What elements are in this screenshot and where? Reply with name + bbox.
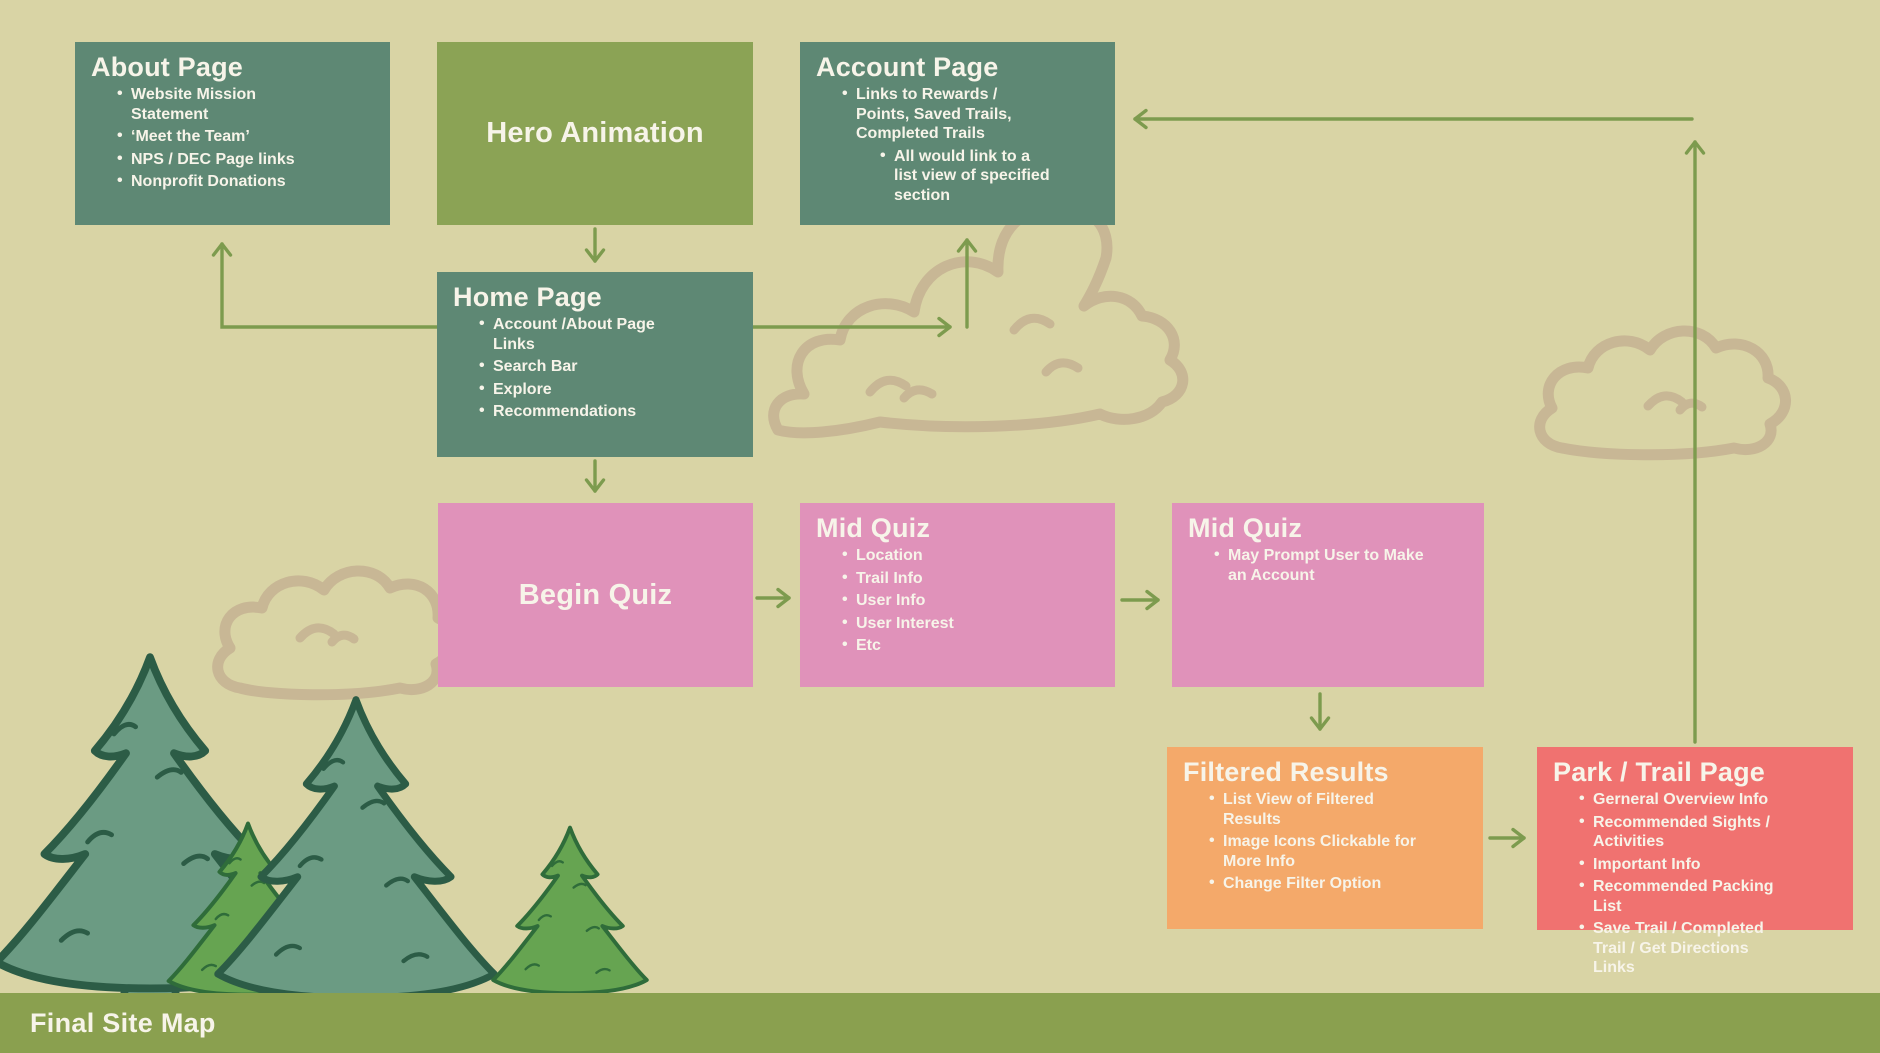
bullet-item: Website Mission Statement	[117, 84, 330, 124]
node-mid-quiz-2: Mid Quiz May Prompt User to Make an Acco…	[1172, 503, 1484, 687]
bullet-item: Trail Info	[842, 568, 1055, 589]
bullet-item: Recommendations	[479, 401, 693, 422]
cloud-doodle-top-right	[1534, 325, 1791, 461]
bullet-item: Account /About Page Links	[479, 314, 693, 354]
bullet-item: List View of Filtered Results	[1209, 789, 1423, 829]
cloud-doodle-left	[212, 565, 459, 701]
node-bullet-list: Gerneral Overview InfoRecommended Sights…	[1553, 789, 1839, 978]
node-title: Mid Quiz	[1188, 513, 1303, 543]
node-title: Mid Quiz	[816, 513, 931, 543]
node-title: Home Page	[453, 282, 602, 312]
node-title: Account Page	[816, 52, 999, 82]
node-hero-animation: Hero Animation	[437, 42, 753, 225]
bullet-item: Important Info	[1579, 854, 1793, 875]
node-title: Park / Trail Page	[1553, 757, 1766, 787]
bullet-item: Links to Rewards / Points, Saved Trails,…	[842, 84, 1055, 206]
bullet-item: Recommended Packing List	[1579, 876, 1793, 916]
node-mid-quiz-1: Mid Quiz LocationTrail InfoUser InfoUser…	[800, 503, 1115, 687]
node-filtered-results: Filtered Results List View of Filtered R…	[1167, 747, 1483, 929]
node-home-page: Home Page Account /About Page LinksSearc…	[437, 272, 753, 457]
bullet-item: User Info	[842, 590, 1055, 611]
sub-bullet-list: All would link to a list view of specifi…	[856, 146, 1055, 206]
bullet-item: Explore	[479, 379, 693, 400]
bullet-item: Nonprofit Donations	[117, 171, 330, 192]
node-title: Filtered Results	[1183, 757, 1389, 787]
node-bullet-list: Links to Rewards / Points, Saved Trails,…	[816, 84, 1101, 206]
node-title: About Page	[91, 52, 244, 82]
bullet-item: Recommended Sights / Activities	[1579, 812, 1793, 852]
bullet-item: Change Filter Option	[1209, 873, 1423, 894]
bullet-item: Search Bar	[479, 356, 693, 377]
node-bullet-list: May Prompt User to Make an Account	[1188, 545, 1470, 585]
bullet-item: Save Trail / Completed Trail / Get Direc…	[1579, 918, 1793, 978]
node-bullet-list: LocationTrail InfoUser InfoUser Interest…	[816, 545, 1101, 656]
node-about-page: About Page Website Mission Statement‘Mee…	[75, 42, 390, 225]
node-bullet-list: List View of Filtered ResultsImage Icons…	[1183, 789, 1469, 894]
sub-bullet-item: All would link to a list view of specifi…	[880, 146, 1055, 206]
bullet-item: NPS / DEC Page links	[117, 149, 330, 170]
footer-bar: Final Site Map	[0, 993, 1880, 1053]
bullet-item: ‘Meet the Team’	[117, 126, 330, 147]
cloud-doodle-large	[768, 205, 1189, 439]
diagram-title: Final Site Map	[30, 1007, 216, 1038]
bullet-item: May Prompt User to Make an Account	[1214, 545, 1424, 585]
node-park-trail-page: Park / Trail Page Gerneral Overview Info…	[1537, 747, 1853, 976]
node-title: Hero Animation	[486, 117, 704, 150]
node-title: Begin Quiz	[518, 578, 673, 611]
node-account-page: Account Page Links to Rewards / Points, …	[800, 42, 1115, 225]
bullet-item: Image Icons Clickable for More Info	[1209, 831, 1423, 871]
node-begin-quiz: Begin Quiz	[438, 503, 753, 687]
bullet-item: Location	[842, 545, 1055, 566]
bullet-item: Gerneral Overview Info	[1579, 789, 1793, 810]
node-bullet-list: Website Mission Statement‘Meet the Team’…	[91, 84, 376, 192]
node-bullet-list: Account /About Page LinksSearch BarExplo…	[453, 314, 739, 422]
bullet-item: Etc	[842, 635, 1055, 656]
bullet-item: User Interest	[842, 613, 1055, 634]
arrow-home-to-about	[211, 242, 439, 329]
